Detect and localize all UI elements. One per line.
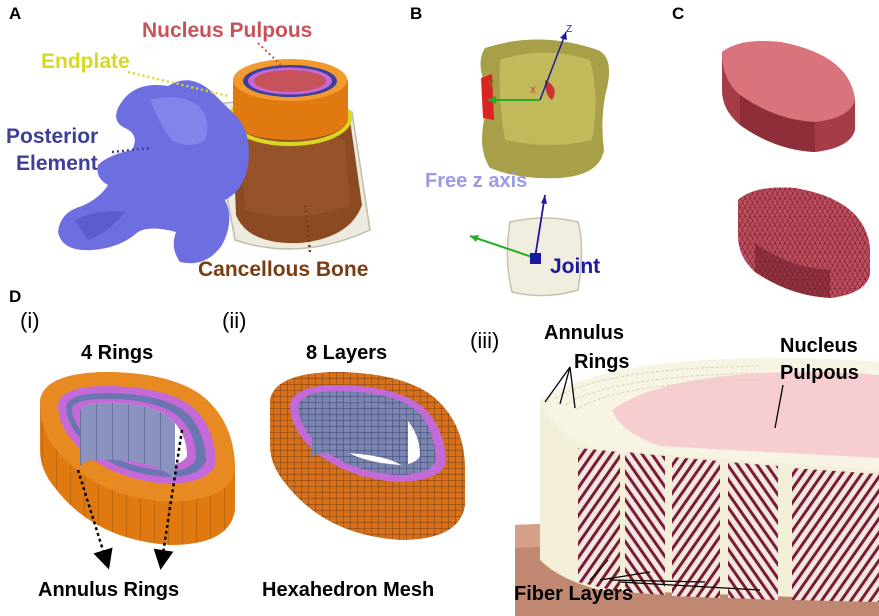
- fiber-layer-3: [672, 457, 720, 598]
- label-rings: Rings: [574, 351, 630, 373]
- label-pulpous: Pulpous: [780, 362, 859, 384]
- panel-d-iii-illustration: [515, 358, 879, 616]
- axis-label-x: X: [530, 85, 537, 95]
- title-4-rings: 4 Rings: [81, 342, 154, 364]
- axis-label-y: Y: [488, 79, 495, 89]
- panel-label-c: C: [672, 4, 685, 23]
- title-8-layers: 8 Layers: [306, 342, 388, 364]
- nucleus-region: [612, 372, 879, 458]
- fiber-layer-5: [792, 468, 879, 602]
- label-cancellous-bone: Cancellous Bone: [198, 258, 369, 281]
- panel-b-illustration: [469, 31, 610, 297]
- label-element: Element: [16, 152, 98, 175]
- panel-d-ii-illustration: [270, 372, 465, 540]
- label-hexahedron-mesh: Hexahedron Mesh: [262, 579, 435, 601]
- label-fiber-layers: Fiber Layers: [514, 583, 633, 605]
- label-posterior: Posterior: [6, 125, 99, 148]
- fiber-layer-1: [578, 448, 620, 592]
- joint-translucent-model: [506, 217, 583, 297]
- subpanel-label-i: (i): [20, 308, 40, 333]
- label-joint: Joint: [550, 255, 601, 278]
- joint-marker: [530, 253, 541, 264]
- axis-label-z: Z: [566, 24, 573, 35]
- label-annulus-rings-bottom: Annulus Rings: [38, 579, 180, 601]
- panel-label-b: B: [410, 4, 423, 23]
- subpanel-label-ii: (ii): [222, 308, 247, 333]
- panel-label-d: D: [9, 287, 22, 306]
- panel-a-illustration: [58, 42, 371, 264]
- fiber-layer-4: [728, 462, 778, 600]
- nucleus-pulpous: [254, 70, 326, 92]
- label-nucleus-pulpous: Nucleus Pulpous: [142, 19, 313, 42]
- label-endplate: Endplate: [41, 50, 130, 73]
- label-annulus: Annulus: [544, 322, 624, 344]
- subpanel-label-iii: (iii): [470, 328, 500, 353]
- label-nucleus: Nucleus: [780, 335, 858, 357]
- panel-c-illustration: [722, 41, 870, 298]
- label-free-z-axis: Free z axis: [425, 170, 528, 192]
- panel-d-i-illustration: [40, 372, 235, 570]
- panel-label-a: A: [9, 4, 22, 23]
- fiber-layer-2: [625, 452, 665, 595]
